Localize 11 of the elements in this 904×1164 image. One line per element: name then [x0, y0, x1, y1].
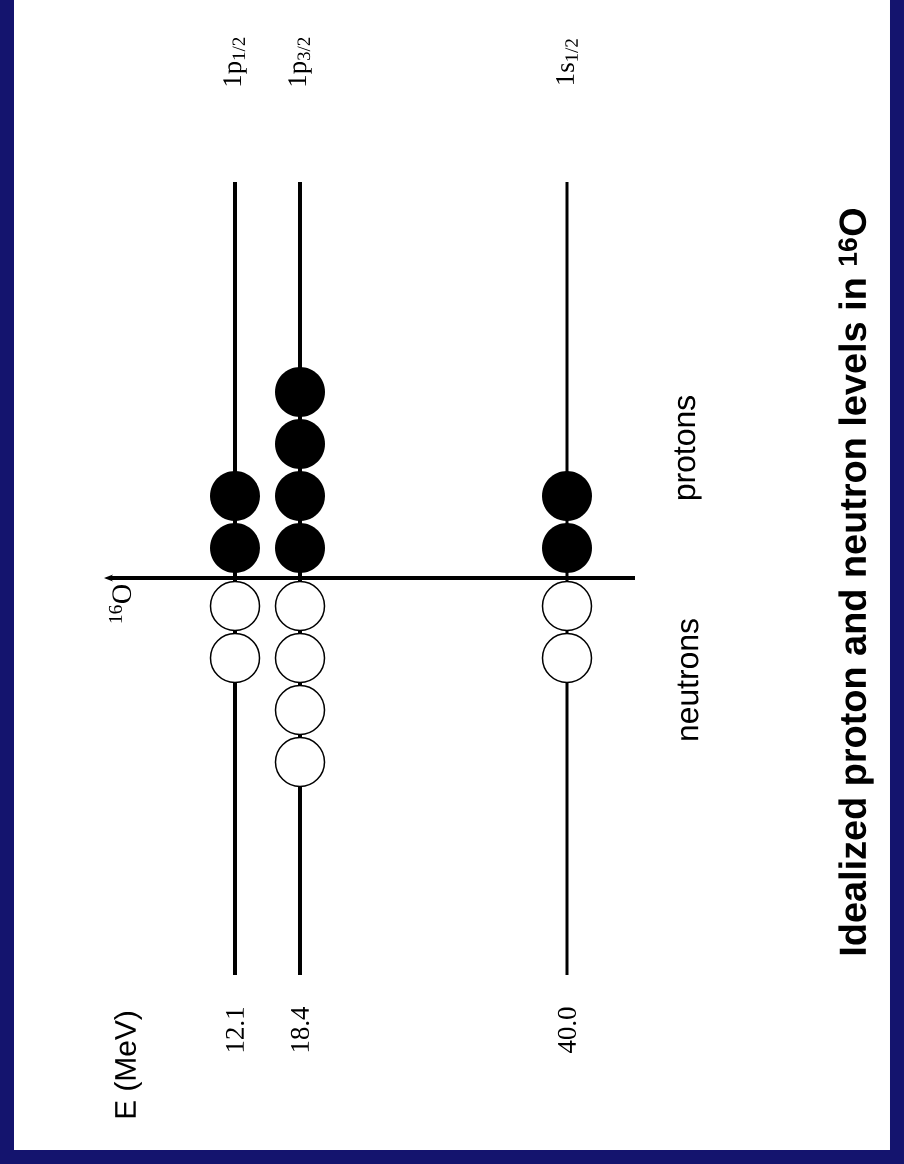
isotope-label: $^{16}$O: [108, 585, 132, 623]
neutrons-label: neutrons: [677, 619, 699, 740]
energy-value: 40.0: [557, 1007, 577, 1053]
protons-label: protons: [674, 396, 702, 500]
level-label: 1s$_{1/2}$: [556, 39, 578, 84]
level-label: 1p$_{1/2}$: [223, 37, 247, 86]
axis-label: E (MeV): [114, 1012, 142, 1118]
title: Idealized proton and neutron levels in $^{16}$O: [838, 208, 874, 955]
level-label: 1p$_{3/2}$: [288, 37, 312, 86]
energy-value: 18.4: [290, 1006, 310, 1052]
energy-value: 12.1: [225, 1008, 245, 1052]
